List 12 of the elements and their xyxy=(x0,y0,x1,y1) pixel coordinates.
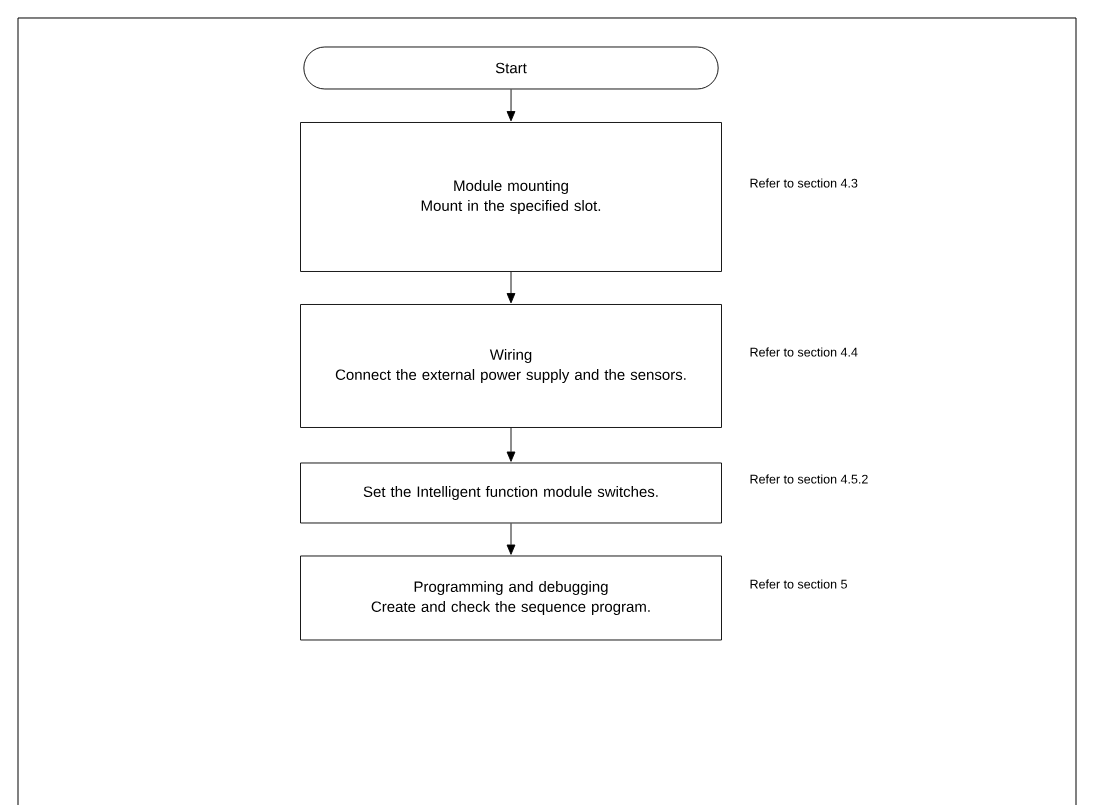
process-box: Module mounting Mount in the specified slot. xyxy=(300,122,722,272)
note-text: Refer to section 4.3 xyxy=(750,178,858,188)
process-box: Wiring Connect the external power supply and the sensors. xyxy=(300,304,722,428)
note-text: Refer to section 4.5.2 xyxy=(750,474,868,484)
arrow xyxy=(506,523,516,555)
note-text: Refer to section 4.4 xyxy=(750,347,858,357)
process-box: Set the Intelligent function module switches. xyxy=(300,462,722,524)
arrow xyxy=(506,271,516,304)
arrow xyxy=(506,427,516,462)
note-text: Refer to section 5 xyxy=(750,579,847,589)
process-box: Programming and debugging Create and check the sequence program. xyxy=(300,555,722,641)
arrow xyxy=(506,89,516,122)
